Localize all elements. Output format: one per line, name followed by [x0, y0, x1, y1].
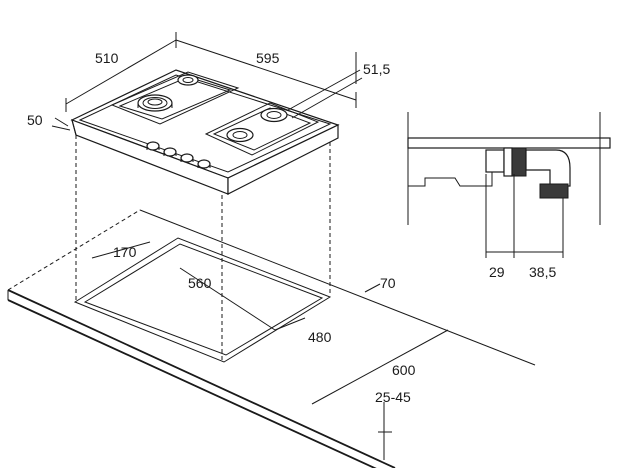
label-rear-clearance: 70: [380, 275, 396, 291]
control-knobs: [146, 141, 211, 169]
label-cutout-width: 560: [188, 275, 212, 291]
burner-small-back-left: [177, 74, 199, 86]
label-gas-connector: 38,5: [529, 264, 556, 280]
projection-lines: [75, 135, 331, 360]
label-hob-height: 51,5: [363, 61, 390, 77]
label-hob-width: 595: [256, 50, 280, 66]
burner-medium-front: [226, 127, 254, 143]
label-cutout-front-offset: 170: [113, 244, 137, 260]
label-counter-thickness: 25-45: [375, 389, 411, 405]
label-cutout-depth: 480: [308, 329, 332, 345]
left-pan-support: [110, 71, 240, 125]
pipe-stub: [485, 149, 505, 173]
right-pan-support: [204, 102, 320, 156]
connector-nut: [511, 147, 527, 177]
label-gas-offset: 29: [489, 264, 505, 280]
label-hob-depth: 510: [95, 50, 119, 66]
label-hob-below-top: 50: [27, 112, 43, 128]
label-counter-depth: 600: [392, 362, 416, 378]
hob: [70, 69, 340, 195]
gas-connector-detail: [407, 112, 611, 258]
cutout: [73, 237, 332, 363]
elbow-fitting: [525, 149, 571, 187]
dimension-lines: [51, 32, 449, 460]
burner-large-left: [137, 94, 173, 112]
worktop: [7, 209, 536, 468]
burner-medium-right: [260, 107, 288, 123]
dimension-labels: 510 595 51,5 50 170 560 480 70 600 25-45…: [27, 50, 556, 405]
